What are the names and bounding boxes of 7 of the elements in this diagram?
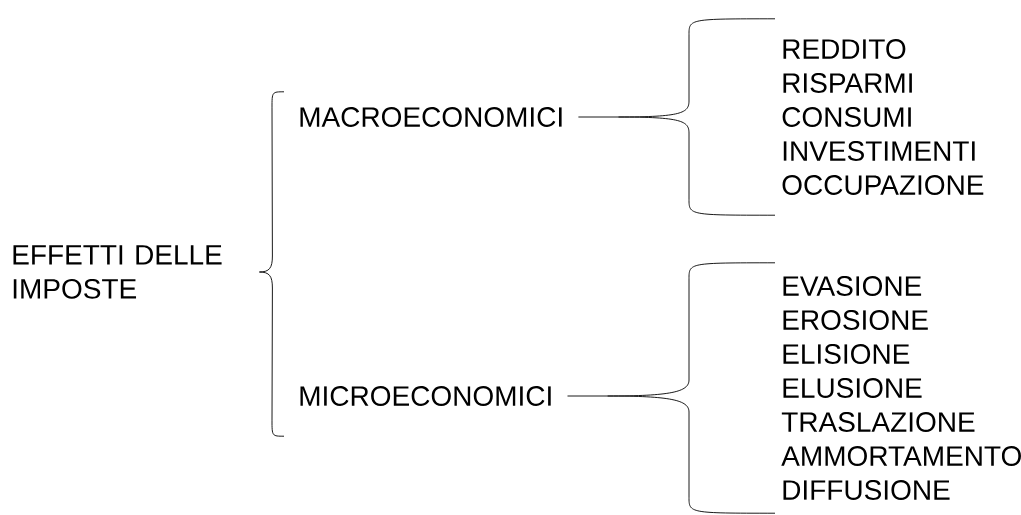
item-list: REDDITO RISPARMI CONSUMI INVESTIMENTI OCCUPAZIONE (782, 39, 984, 195)
heading-label: EFFETTI DELLE IMPOSTE (13, 245, 222, 299)
category-label: MACROECONOMICI (300, 107, 562, 127)
brace (577, 18, 776, 216)
brace (567, 262, 776, 514)
category-label: MICROECONOMICI (300, 386, 551, 406)
item-list: EVASIONE EROSIONE ELISIONE ELUSIONE TRASLAZIONE AMMORTAMENTO DIFFUSIONE (781, 276, 1021, 500)
